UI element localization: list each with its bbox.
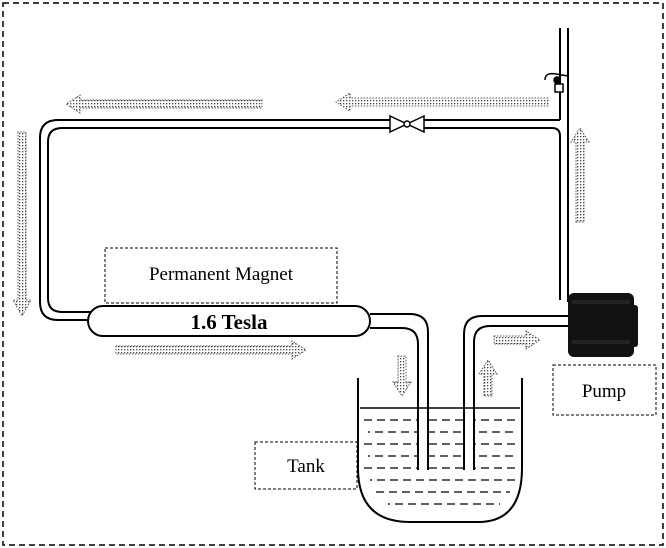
magnet-label: Permanent Magnet [149, 264, 294, 285]
tank-label: Tank [287, 456, 325, 477]
field-strength-label: 1.6 Tesla [190, 310, 268, 334]
magnet-tube [87, 305, 371, 337]
pipe-loop [39, 119, 560, 321]
pump-label-box [552, 364, 657, 416]
riser-pipe [551, 28, 569, 302]
pump-icon [568, 293, 638, 357]
flow-arrow-icon [570, 127, 590, 223]
flow-arrow-icon [12, 131, 32, 318]
valve-icon [389, 114, 425, 134]
magnet-label-box [104, 247, 338, 304]
pump-label: Pump [582, 381, 626, 402]
flow-arrow-icon [335, 92, 549, 112]
water-hatching [364, 419, 518, 505]
flow-arrow-icon [493, 330, 541, 350]
flow-arrow-icon [392, 355, 412, 397]
flow-arrows [12, 92, 590, 397]
tap-icon [544, 72, 569, 93]
flow-arrow-icon [478, 359, 498, 397]
flow-arrow-icon [115, 340, 307, 360]
tank-label-box [254, 441, 358, 490]
tank [357, 378, 523, 523]
tank-outlet-pipe [463, 315, 570, 470]
tank-inlet-pipe [370, 313, 429, 470]
flow-arrow-icon [65, 94, 263, 114]
